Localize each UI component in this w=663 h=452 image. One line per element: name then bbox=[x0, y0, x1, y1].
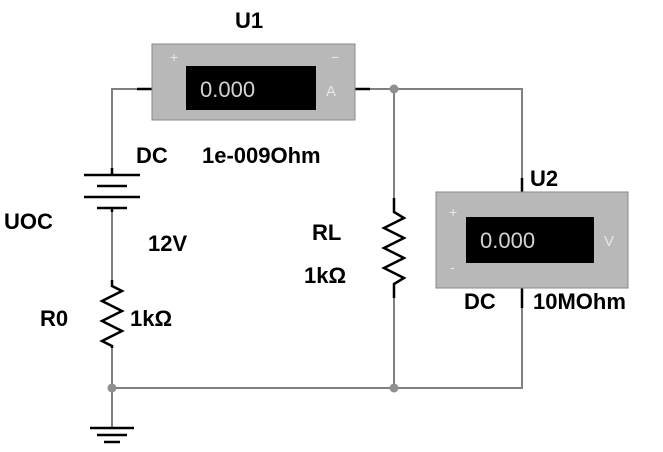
r0-ref-label: R0 bbox=[40, 306, 68, 331]
voltmeter-resistance-label: 10MOhm bbox=[533, 289, 626, 314]
voltmeter-plus-sign: + bbox=[449, 204, 457, 220]
ammeter-plus-sign: + bbox=[170, 49, 178, 65]
voltmeter-display bbox=[466, 217, 594, 263]
r0-value-label: 1kΩ bbox=[130, 306, 172, 331]
ground-icon bbox=[90, 426, 134, 444]
rl-value-label: 1kΩ bbox=[304, 263, 346, 288]
voltmeter-unit: V bbox=[604, 233, 614, 250]
resistor-rl-symbol bbox=[381, 198, 407, 298]
wire-top-right bbox=[355, 88, 523, 178]
ammeter-unit: A bbox=[326, 83, 336, 100]
battery-symbol bbox=[84, 168, 140, 212]
source-ref-label: UOC bbox=[4, 209, 53, 234]
voltmeter-minus-sign: - bbox=[450, 259, 455, 275]
ammeter-reading: 0.000 bbox=[200, 77, 255, 102]
ammeter-mode-label: DC bbox=[136, 143, 168, 168]
wire-bottom bbox=[112, 300, 523, 389]
junction-bottom-right bbox=[389, 383, 399, 393]
source-value-label: 12V bbox=[148, 231, 187, 256]
rl-ref-label: RL bbox=[312, 220, 341, 245]
voltmeter-u2[interactable]: 0.000 + - V bbox=[435, 191, 629, 289]
voltmeter-ref-label: U2 bbox=[530, 166, 558, 191]
ammeter-u1[interactable]: 0.000 + − A bbox=[151, 43, 356, 121]
wires bbox=[111, 88, 523, 428]
voltmeter-mode-label: DC bbox=[464, 289, 496, 314]
junction-top bbox=[389, 84, 399, 94]
resistor-r0-symbol bbox=[99, 280, 125, 348]
ammeter-ref-label: U1 bbox=[235, 8, 263, 33]
ammeter-minus-sign: − bbox=[331, 49, 339, 65]
ammeter-display bbox=[186, 66, 316, 110]
voltmeter-reading: 0.000 bbox=[480, 228, 535, 253]
ammeter-resistance-label: 1e-009Ohm bbox=[202, 143, 321, 168]
junction-bottom-left bbox=[107, 383, 117, 393]
